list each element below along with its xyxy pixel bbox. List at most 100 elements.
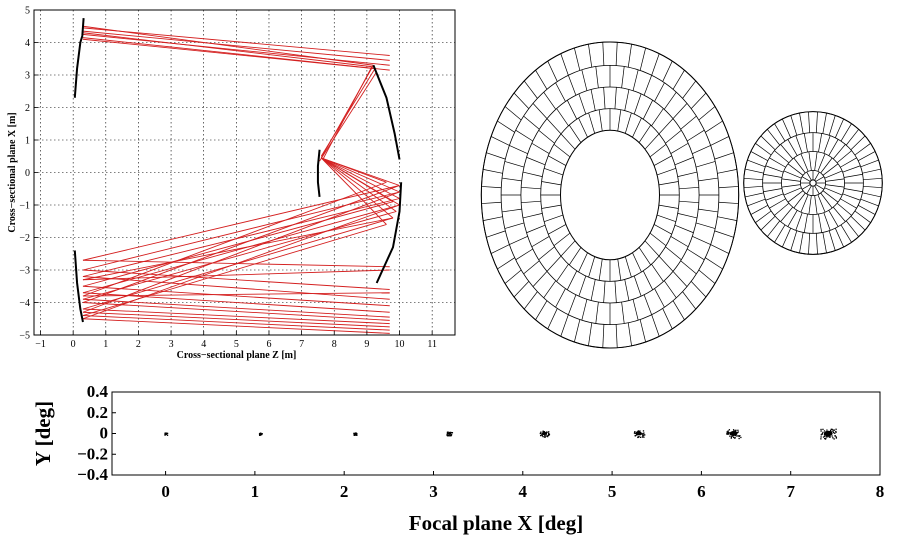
primary-mirror-segment-edge — [614, 281, 617, 303]
primary-mirror-segment-edge — [710, 244, 730, 254]
spot-point — [735, 429, 737, 431]
primary-mirror-segment-edge — [490, 244, 510, 254]
secondary-mirror-segment-edge — [832, 144, 846, 160]
primary-mirror-segment-edge — [522, 171, 543, 177]
primary-mirror-segment-edge — [718, 201, 739, 204]
secondary-mirror-segment-edge — [803, 133, 808, 153]
primary-mirror-segment-edge — [642, 100, 654, 120]
secondary-mirror-segment-edge — [747, 159, 766, 168]
primary-mirror-segment-edge — [679, 186, 699, 190]
secondary-mirror-segment-edge — [755, 143, 772, 156]
spot-point — [638, 436, 640, 438]
spot-point — [636, 431, 638, 434]
spot-point — [446, 433, 448, 436]
spot-point — [739, 435, 741, 437]
spot-point — [835, 428, 837, 430]
primary-mirror-segment-edge — [602, 42, 605, 66]
ray-upper-incoming — [82, 32, 374, 68]
secondary-mirror-segment-edge — [817, 194, 826, 213]
primary-mirror-segment-edge — [574, 319, 581, 343]
spot-point — [736, 435, 738, 437]
primary-mirror-segment-edge — [567, 75, 577, 96]
spot-point — [830, 428, 832, 430]
secondary-mirror-segment-edge — [850, 215, 866, 231]
spot-point — [355, 432, 357, 434]
primary-mirror-segment-edge — [672, 271, 688, 287]
spot-point — [634, 432, 636, 435]
primary-mirror-segment-edge — [523, 291, 538, 310]
secondary-mirror-segment-edge — [817, 153, 826, 172]
secondary-mirror-segment-edge — [769, 157, 786, 168]
primary-mirror-segment-edge — [568, 124, 582, 143]
y-tick-label: 1 — [25, 136, 30, 147]
secondary-mirror-segment-edge — [765, 193, 784, 201]
primary-mirror-ring — [480, 41, 740, 349]
spot-point — [545, 432, 547, 435]
x-tick-label: 11 — [427, 339, 437, 350]
primary-mirror-segment-edge — [690, 281, 707, 298]
spot-point — [448, 435, 450, 437]
spot-point — [825, 435, 828, 437]
x-tick-label: 2 — [136, 339, 141, 350]
primary-mirror-segment-edge — [578, 93, 587, 115]
primary-mirror-segment-edge — [614, 87, 617, 109]
mirror-secondary-lower — [375, 182, 403, 284]
primary-mirror-segment-edge — [718, 186, 739, 189]
primary-mirror-segment-edge — [578, 275, 587, 297]
primary-mirror-segment-edge — [662, 60, 673, 82]
primary-mirror-segment-edge — [662, 308, 673, 330]
x-tick-label: 0 — [161, 482, 170, 501]
spot-point — [830, 432, 832, 434]
x-tick-label: 4 — [201, 339, 206, 350]
primary-mirror-segment-edge — [555, 288, 566, 308]
spot-point — [637, 436, 639, 439]
primary-mirror-segment-edge — [504, 222, 525, 229]
secondary-mirror-segment-edge — [760, 215, 776, 231]
secondary-mirror-segment-edge — [818, 213, 823, 233]
spot-point — [727, 431, 729, 433]
secondary-mirror-segment-edge — [820, 192, 833, 209]
primary-mirror-segment-edge — [603, 281, 606, 303]
spot-point — [633, 432, 636, 434]
ray-trace-y-axis-label: Cross−sectional plane X [m] — [7, 112, 18, 232]
secondary-mirror-segment-edge — [782, 118, 792, 138]
primary-mirror-segment-edge — [651, 314, 660, 337]
primary-mirror-segment-edge — [653, 155, 672, 166]
primary-mirror-segment-edge — [680, 260, 697, 275]
ray-upper-incoming — [82, 27, 390, 56]
spot-point — [825, 437, 827, 439]
ray-lower-horizontal — [82, 269, 390, 290]
spot-point — [835, 436, 837, 438]
spot-point — [826, 436, 828, 438]
secondary-mirror-segment-edge — [834, 228, 844, 248]
primary-mirror-segment-edge — [674, 224, 694, 234]
secondary-mirror-segment-edge — [820, 157, 833, 174]
y-tick-label: −1 — [19, 201, 30, 212]
spot-diagram-x-axis-label: Focal plane X [deg] — [409, 511, 583, 535]
spot-point — [732, 433, 735, 435]
spot-point — [738, 437, 740, 440]
spot-point — [738, 435, 740, 438]
spot-diagram-frame — [111, 391, 881, 476]
secondary-mirror-segment-edge — [755, 210, 772, 223]
spot-point — [544, 432, 546, 434]
x-tick-label: 5 — [234, 339, 239, 350]
secondary-mirror-segment-edge — [782, 228, 792, 248]
primary-mirror-segment-edge — [578, 252, 588, 273]
spot-point — [639, 433, 641, 435]
y-tick-label: 0.2 — [87, 403, 108, 422]
secondary-mirror-ring — [743, 111, 883, 255]
primary-mirror-segment-edge — [639, 319, 646, 343]
spot-point — [735, 432, 737, 435]
spot-point — [829, 434, 831, 436]
spot-point — [545, 431, 548, 433]
secondary-mirror-segment-edge — [845, 220, 859, 237]
primary-mirror-segment-edge — [677, 171, 698, 177]
spot-point — [641, 433, 643, 435]
segmented-mirrors-diagram — [480, 41, 883, 349]
secondary-mirror-segment-edge — [860, 198, 879, 207]
secondary-mirror-segment-edge — [815, 111, 818, 133]
y-tick-label: 0 — [100, 424, 109, 443]
x-tick-label: 8 — [332, 339, 337, 350]
secondary-mirror-segment-edge — [800, 153, 809, 172]
